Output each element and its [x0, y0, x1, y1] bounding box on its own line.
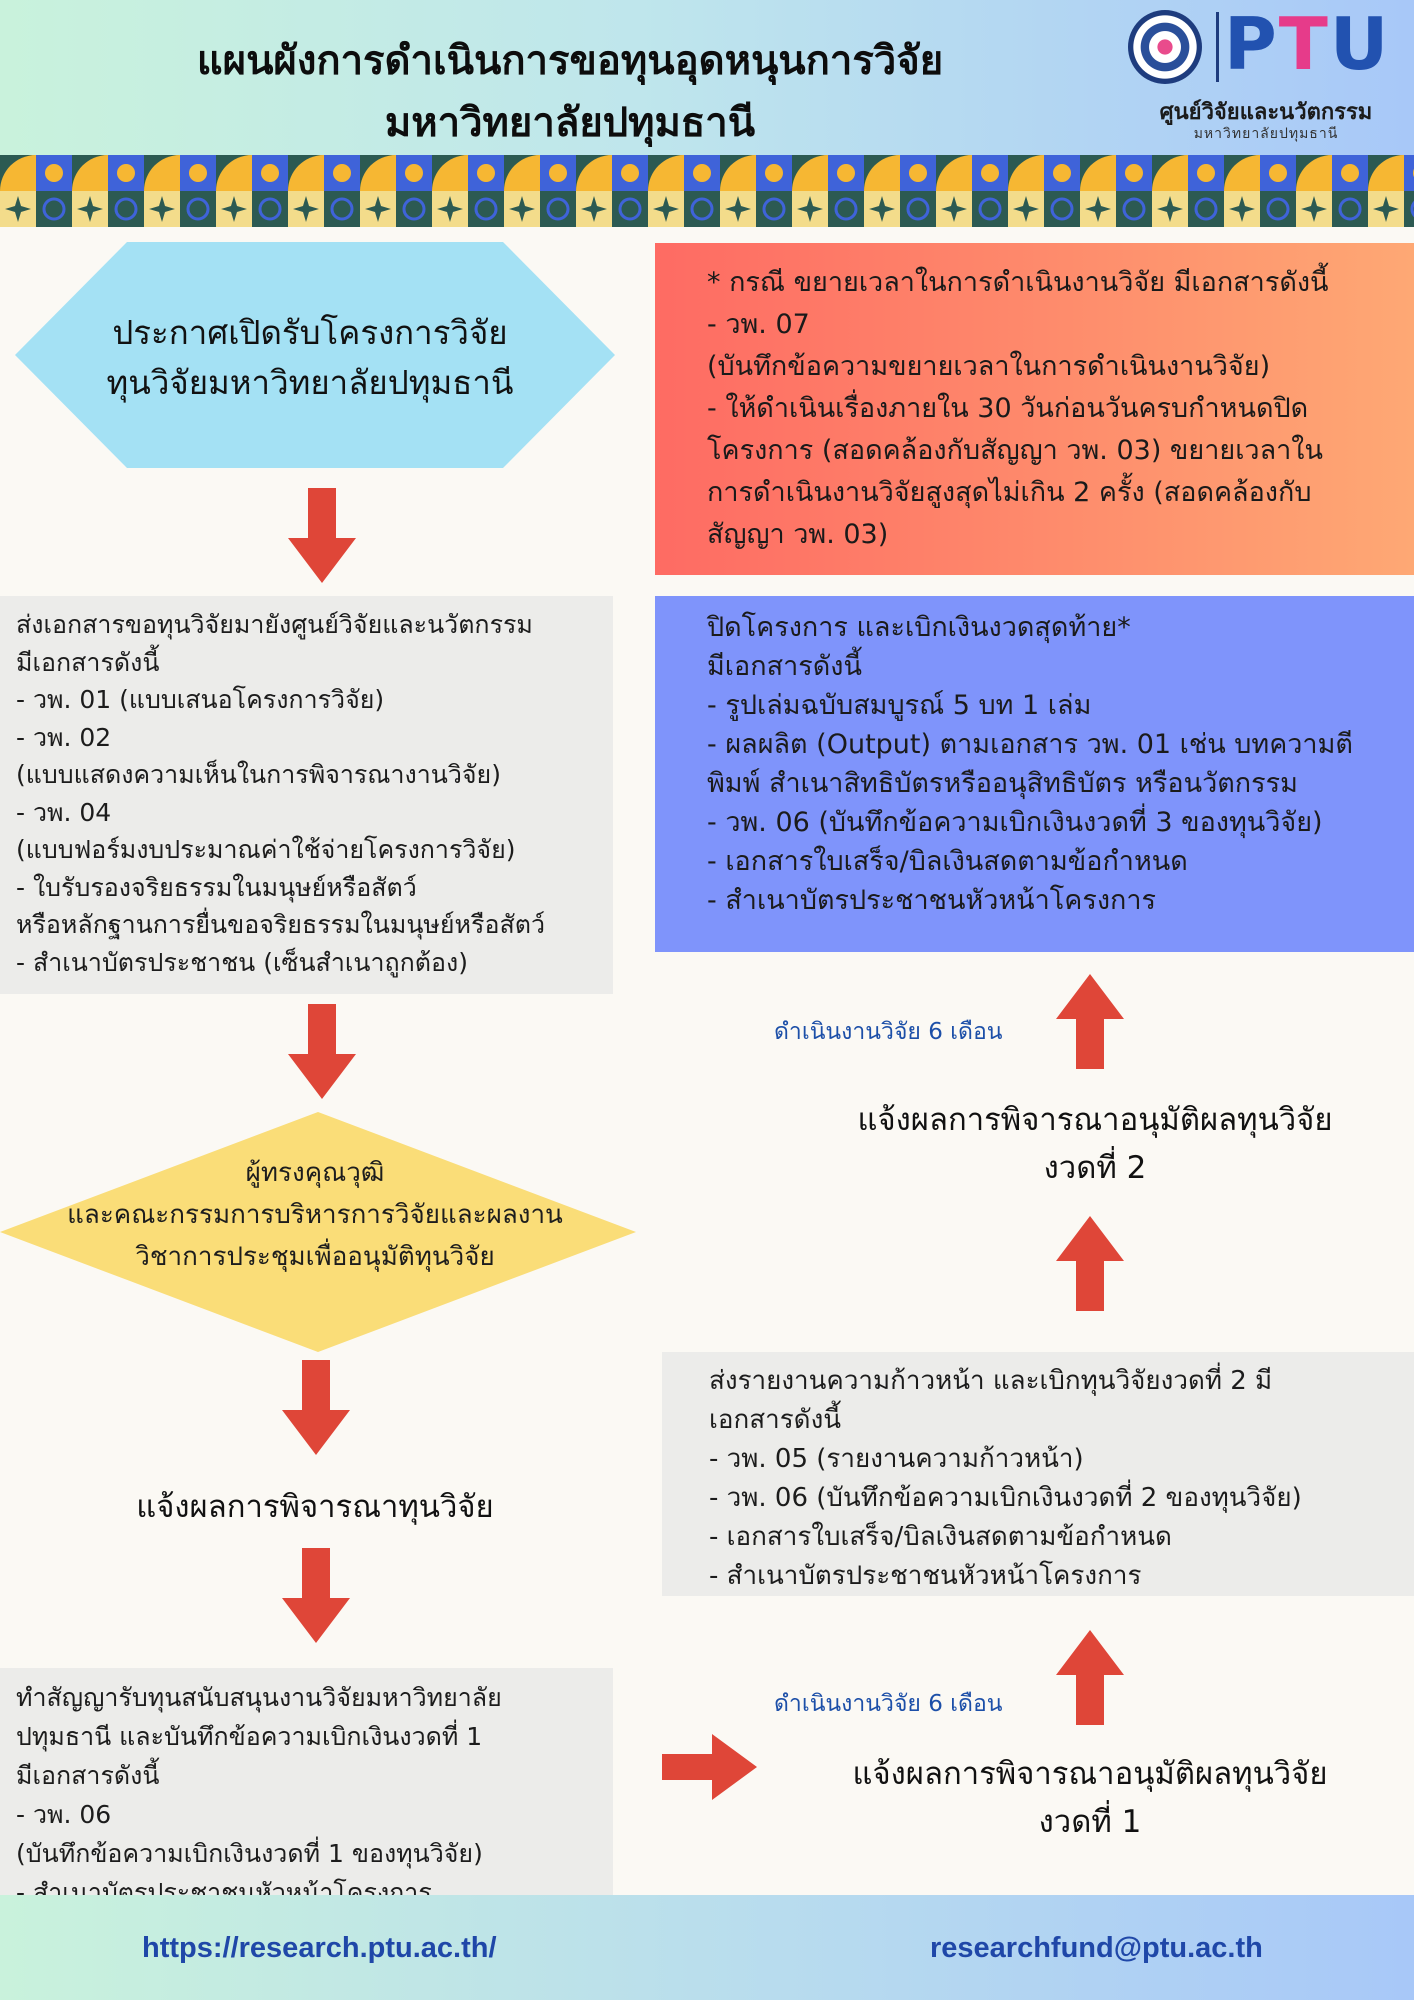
step-announcement: ประกาศเปิดรับโครงการวิจัย ทุนวิจัยมหาวิท… — [106, 313, 514, 402]
website-link[interactable]: https://research.ptu.ac.th/ — [142, 1932, 497, 1964]
arrow-up-icon — [1056, 1630, 1124, 1725]
logo-letter-u: U — [1329, 2, 1391, 86]
step-notify-result: แจ้งผลการพิจารณาทุนวิจัย — [136, 1489, 494, 1525]
extension-note: * กรณี ขยายเวลาในการดำเนินงานวิจัย มีเอก… — [655, 243, 1414, 575]
step-close-project: ปิดโครงการ และเบิกเงินงวดสุดท้าย* มีเอกส… — [655, 596, 1414, 952]
duration-label-2: ดำเนินงานวิจัย 6 เดือน — [774, 1019, 1003, 1045]
arrow-up-icon — [1056, 1216, 1124, 1311]
step-sign-contract: ทำสัญญารับทุนสนับสนุนงานวิจัยมหาวิทยาลัย… — [0, 1668, 613, 1912]
logo-subsubtitle: มหาวิทยาลัยปทุมธานี — [1193, 126, 1339, 142]
logo-divider — [1216, 12, 1219, 82]
arrow-right-icon — [662, 1734, 757, 1800]
logo-letter-p: P — [1224, 2, 1279, 86]
footer-banner — [0, 1895, 1414, 2000]
step-submit-documents: ส่งเอกสารขอทุนวิจัยมายังศูนย์วิจัยและนวั… — [0, 596, 613, 994]
diamond-shape — [0, 1112, 636, 1352]
title-line-2: มหาวิทยาลัยปทุมธานี — [384, 100, 756, 146]
arrow-down-icon — [288, 1004, 356, 1099]
arrow-up-icon — [1056, 974, 1124, 1069]
arrow-down-icon — [282, 1548, 350, 1643]
logo-letter-t: T — [1278, 2, 1330, 86]
arrow-down-icon — [282, 1360, 350, 1455]
title-line-1: แผนผังการดำเนินการขอทุนอุดหนุนการวิจัย — [196, 38, 944, 84]
duration-label-1: ดำเนินงานวิจัย 6 เดือน — [774, 1691, 1003, 1717]
decorative-pattern-strip — [0, 155, 1414, 227]
step-notify-approval-2: แจ้งผลการพิจารณาอนุมัติผลทุนวิจัย งวดที่… — [857, 1102, 1333, 1186]
university-seal-icon — [1128, 10, 1202, 84]
hexagon-shape — [15, 242, 615, 468]
step-notify-approval-1: แจ้งผลการพิจารณาอนุมัติผลทุนวิจัย งวดที่… — [852, 1756, 1328, 1840]
logo-subtitle: ศูนย์วิจัยและนวัตกรรม — [1159, 100, 1373, 125]
step-progress-report: ส่งรายงานความก้าวหน้า และเบิกทุนวิจัยงวด… — [662, 1352, 1414, 1596]
step-committee-meeting: ผู้ทรงคุณวุฒิ และคณะกรรมการบริหารการวิจั… — [67, 1158, 563, 1272]
page-title: แผนผังการดำเนินการขอทุนอุดหนุนการวิจัย ม… — [60, 30, 1080, 154]
ptu-logo: PTU — [1224, 4, 1390, 84]
email-link[interactable]: researchfund@ptu.ac.th — [930, 1932, 1263, 1964]
arrow-down-icon — [288, 488, 356, 583]
